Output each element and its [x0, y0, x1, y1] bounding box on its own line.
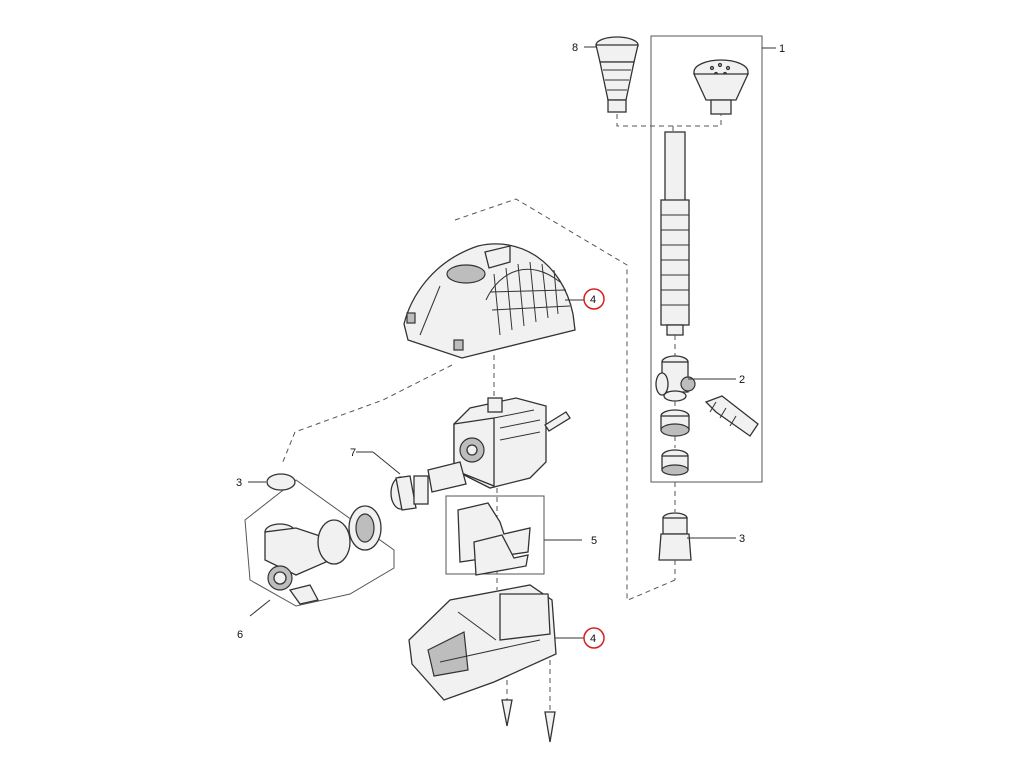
- callout-leaders: [248, 46, 776, 639]
- callout-4-top: 4: [590, 294, 596, 306]
- callout-4-bottom: 4: [590, 633, 596, 645]
- o-ring-3-left: [266, 473, 296, 491]
- t-piece-2: [655, 355, 696, 402]
- sprinkler-head: [692, 59, 750, 115]
- callout-3-right: 3: [739, 533, 745, 545]
- adapter-3-right: [658, 512, 692, 561]
- callout-2: 2: [739, 374, 745, 386]
- callout-1: 1: [779, 43, 785, 55]
- callout-3-left: 3: [236, 477, 242, 489]
- impeller-7: [390, 461, 467, 511]
- callout-7: 7: [350, 447, 356, 459]
- foam-inserts-5: [445, 495, 545, 576]
- assembly-dash-lines: [281, 198, 628, 710]
- fountain-kit-group: [595, 35, 763, 601]
- union-nut: [660, 409, 690, 437]
- nozzle-dash-link: [616, 114, 722, 127]
- screws: [501, 699, 556, 743]
- pump-housing-6: [244, 479, 395, 607]
- nozzle-cap-8: [595, 36, 639, 113]
- callout-5: 5: [591, 535, 597, 547]
- fountain-kit-box: [650, 35, 763, 483]
- callout-6: 6: [237, 629, 243, 641]
- callout-8: 8: [572, 42, 578, 54]
- hose-connector: [704, 395, 759, 437]
- highlight-circle-bottom: [583, 627, 605, 649]
- ball-joint: [661, 449, 689, 476]
- pump-top-cover: [403, 243, 576, 359]
- telescopic-tube: [660, 131, 690, 336]
- return-dash: [627, 579, 676, 601]
- pump-bottom-base: [408, 584, 557, 701]
- highlight-circle-top: [583, 288, 605, 310]
- motor-unit: [453, 397, 571, 489]
